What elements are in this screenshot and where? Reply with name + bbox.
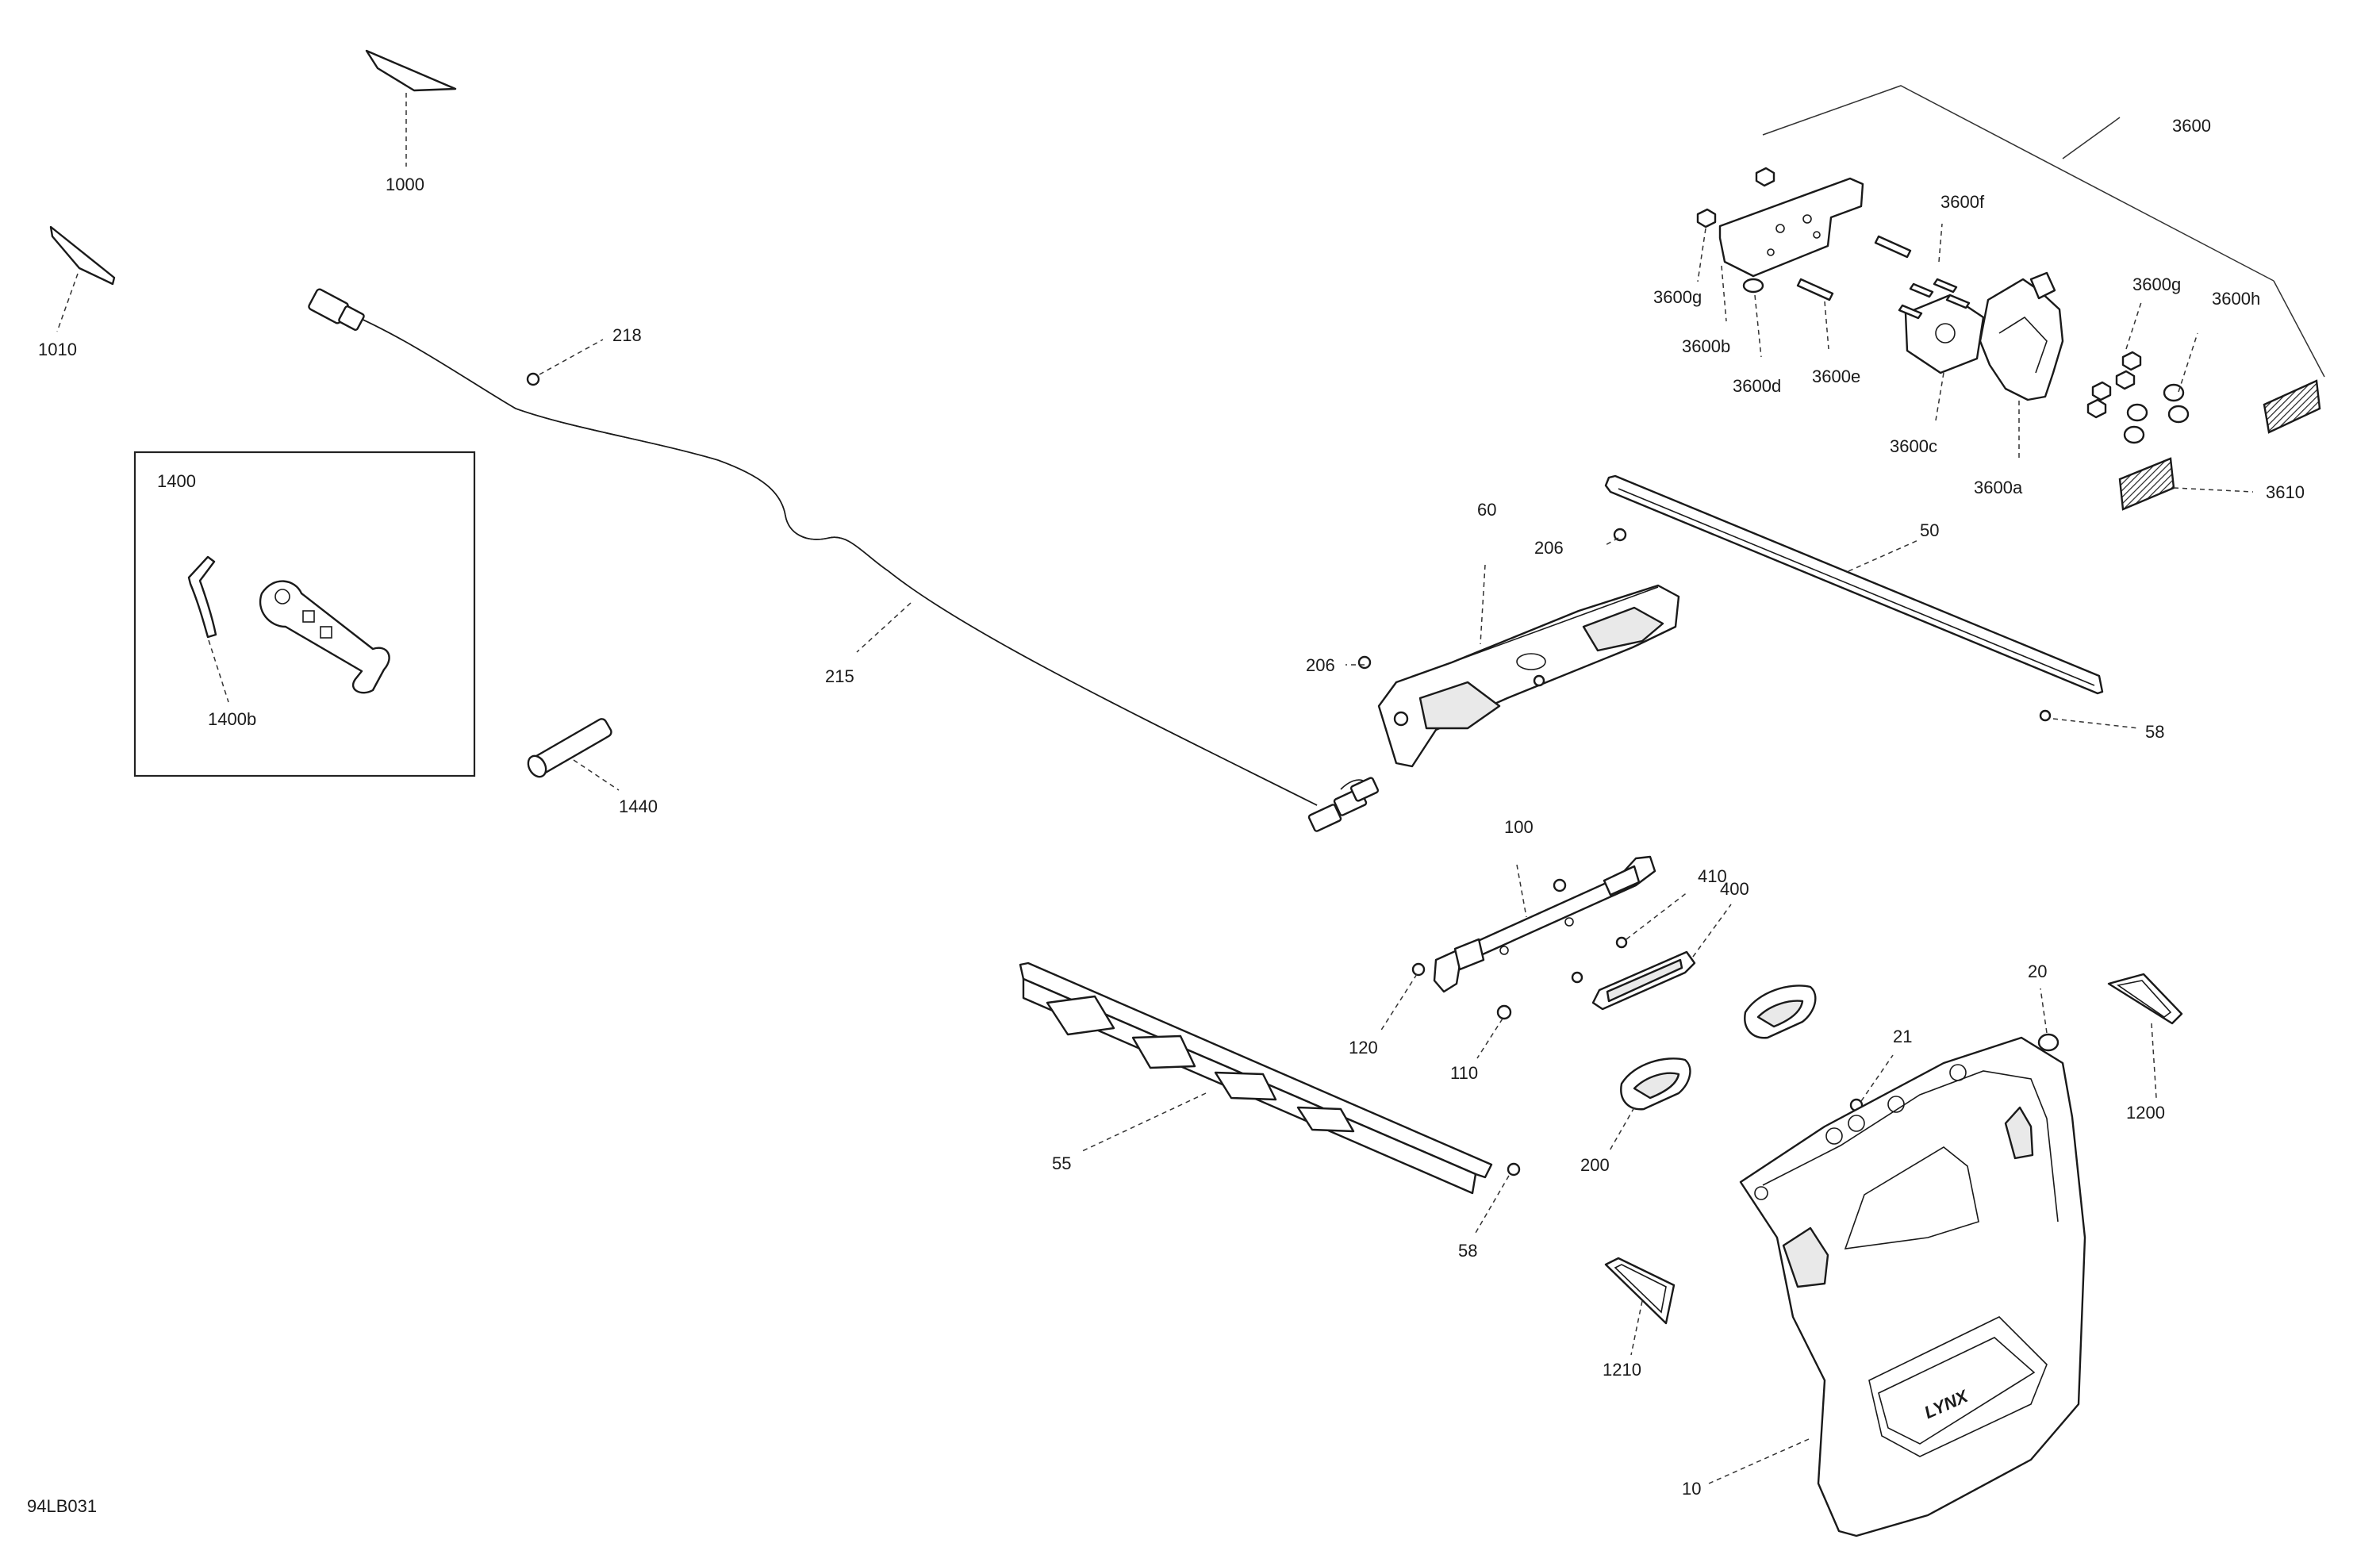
callout-20: 20 [2028,961,2047,981]
callout-21: 21 [1893,1027,1912,1046]
callout-3600e: 3600e [1812,367,1860,386]
tool-kit-1400 [133,451,476,777]
light-assembly-200 [1608,1057,1691,1153]
callout-3600f: 3600f [1940,192,1985,212]
callout-206-a: 206 [1534,538,1564,558]
callout-410: 410 [1698,866,1727,886]
callout-3600h: 3600h [2212,289,2260,309]
light-housing-60 [1345,528,1680,768]
callout-110: 110 [1450,1063,1478,1083]
callout-400: 400 [1720,879,1749,899]
callout-10: 10 [1682,1479,1701,1499]
callout-3600: 3600 [2172,116,2211,136]
callout-206-b: 206 [1306,655,1335,675]
callout-55: 55 [1052,1153,1071,1173]
light-lens-400 [1591,904,1732,1011]
decal-1000 [365,49,457,167]
callout-58-b: 58 [1458,1241,1477,1261]
callout-3600d: 3600d [1733,376,1781,396]
clip-218 [526,339,604,386]
callout-3600c: 3600c [1890,436,1937,456]
light-assembly-right [1744,985,1817,1039]
callout-3600b: 3600b [1682,336,1730,356]
side-rail-55 [1019,961,1521,1234]
callout-215: 215 [825,666,854,686]
callout-3600g-left: 3600g [1653,287,1702,307]
callout-200: 200 [1580,1155,1610,1175]
callout-1400: 1400 [157,471,196,491]
callout-1200: 1200 [2126,1103,2165,1123]
decal-1200 [2107,973,2183,1099]
callout-60: 60 [1477,500,1496,520]
grommet-20 [2037,988,2059,1052]
callout-3600a: 3600a [1974,478,2023,497]
drawing-id: 94LB031 [27,1496,97,1516]
wire-harness-215 [308,288,1380,832]
callout-3610: 3610 [2266,482,2305,502]
callout-1440: 1440 [619,796,658,816]
mud-flap-10: LYNX [1708,1036,2086,1537]
callout-58-a: 58 [2145,722,2164,742]
hitch-assembly-3600 [1696,85,2325,511]
light-bracket-100 [1380,855,1689,1059]
callout-120: 120 [1349,1038,1378,1057]
callout-100: 100 [1504,817,1534,837]
socket-tool-1440 [527,718,620,791]
callout-1210: 1210 [1603,1360,1641,1380]
rail-50 [1604,474,2140,729]
decal-1010 [49,225,116,332]
callout-1000: 1000 [386,175,424,194]
callout-1400b: 1400b [208,709,256,729]
callout-labels: 1000 1010 218 1400 1400b 1440 215 60 206… [38,116,2305,1499]
callout-1010: 1010 [38,340,77,359]
decal-1210 [1604,1257,1676,1356]
callout-50: 50 [1920,520,1939,540]
callout-3600g-right: 3600g [2132,274,2181,294]
callout-218: 218 [612,325,642,345]
